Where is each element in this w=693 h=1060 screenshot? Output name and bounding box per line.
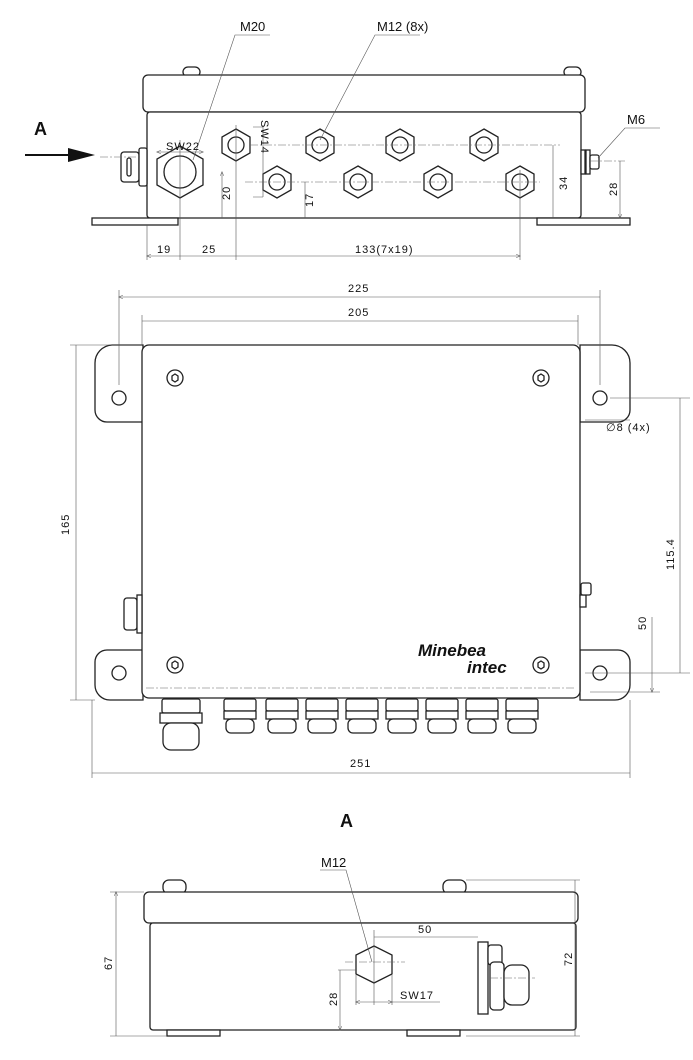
logo-intec: intec	[467, 658, 507, 677]
view-a: A M12 SW17 67 72 50 28	[103, 811, 580, 1037]
dim-28: 28	[328, 992, 340, 1006]
dim-225: 225	[348, 283, 369, 295]
bottom-glands-m12	[223, 698, 539, 734]
dim-50: 50	[637, 616, 649, 630]
lid	[142, 74, 586, 113]
callout-m6: M6	[627, 112, 645, 127]
view-direction-arrow	[68, 148, 95, 162]
dim-19: 19	[157, 244, 171, 256]
pressure-vent	[120, 147, 148, 187]
wrench-size-sw22: SW22	[166, 141, 200, 153]
view-a-title: A	[340, 811, 353, 831]
callout-m12: M12	[321, 855, 346, 870]
hole-diameter: ∅8 (4x)	[606, 422, 651, 434]
dim-25: 25	[202, 244, 216, 256]
side-vent	[123, 594, 143, 634]
mounting-foot	[536, 217, 631, 226]
dim-115-4: 115.4	[665, 538, 677, 570]
dim-133: 133(7x19)	[355, 244, 414, 256]
mounting-foot	[91, 217, 179, 226]
callout-m12: M12 (8x)	[377, 19, 428, 34]
logo-minebea: Minebea	[418, 641, 486, 660]
enclosure-body	[146, 111, 582, 219]
plan-view: 225 205 165 251 115.4 50 ∅8 (4x) Minebea…	[60, 283, 690, 778]
lid	[143, 891, 579, 924]
dim-205: 205	[348, 307, 369, 319]
side-ground-bolt	[579, 582, 592, 608]
dim-20: 20	[221, 186, 233, 200]
callout-m20: M20	[240, 19, 265, 34]
mounting-ear	[579, 344, 631, 423]
mounting-ear	[94, 649, 144, 701]
ground-bolt-m6	[580, 149, 600, 175]
mounting-ear	[579, 649, 631, 701]
dim-67: 67	[103, 956, 115, 970]
dim-165: 165	[60, 514, 72, 535]
dim-34: 34	[558, 176, 570, 190]
view-arrow-label: A	[34, 119, 47, 139]
dim-28: 28	[608, 182, 620, 196]
front-view: A M20 M12 (8x) M6 SW22 SW14 19 25 133(7x…	[25, 19, 660, 260]
dim-72: 72	[563, 952, 575, 966]
wrench-size-sw14: SW14	[258, 120, 270, 154]
bottom-gland-m20	[159, 698, 203, 751]
dim-251: 251	[350, 758, 371, 770]
wrench-size-sw17: SW17	[400, 990, 434, 1002]
dim-17: 17	[304, 193, 316, 207]
side-glands	[477, 941, 530, 1015]
dim-50: 50	[418, 924, 432, 936]
enclosure-lid	[141, 344, 581, 699]
